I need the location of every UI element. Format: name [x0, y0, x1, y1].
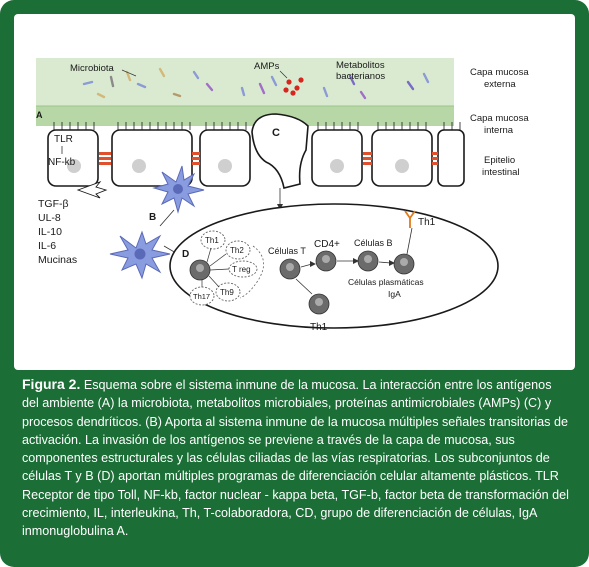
marker-c: C — [272, 127, 280, 139]
label-tgfb: TGF-β — [38, 198, 69, 210]
cell-nuclei — [67, 159, 409, 173]
label-bacterianos: bacterianos — [336, 71, 385, 82]
antibody-icon — [404, 210, 416, 228]
dendritic-cell-upper — [152, 165, 205, 214]
label-th1-bottom: Th1 — [310, 322, 328, 333]
caption-label: Figura 2. — [22, 376, 81, 392]
label-capa-externa-2: externa — [484, 79, 516, 90]
microvilli — [53, 122, 461, 130]
label-celulas-b: Células B — [354, 238, 393, 248]
tight-junctions — [99, 152, 438, 165]
label-celulas-t: Células T — [268, 246, 306, 256]
microbiota-bacteria — [82, 67, 430, 100]
label-ul8: UL-8 — [38, 212, 61, 224]
label-treg: T reg — [232, 265, 251, 274]
marker-b: B — [149, 212, 156, 223]
label-cd4: CD4+ — [314, 239, 340, 250]
label-th2: Th2 — [230, 246, 244, 255]
label-epitelio-2: intestinal — [482, 167, 520, 178]
epithelial-cells — [47, 129, 465, 187]
label-th9: Th9 — [220, 288, 234, 297]
label-epitelio-1: Epitelio — [484, 155, 515, 166]
marker-d: D — [182, 249, 189, 260]
label-capa-interna-2: interna — [484, 125, 514, 136]
label-amps: AMPs — [254, 61, 280, 72]
figure-caption: Figura 2. Esquema sobre el sistema inmun… — [22, 375, 570, 541]
label-capa-externa-1: Capa mucosa — [470, 67, 529, 78]
label-celulas-plasmaticas: Células plasmáticas — [348, 277, 424, 287]
differentiation-arrows — [201, 247, 230, 288]
label-microbiota: Microbiota — [70, 63, 115, 74]
mucosal-immune-diagram: Microbiota AMPs Metabolitos bacterianos … — [36, 58, 529, 333]
th-subsets — [189, 230, 258, 306]
outer-mucus-layer — [36, 58, 454, 106]
label-il6: IL-6 — [38, 240, 56, 252]
label-nfkb: NF-kb — [48, 157, 76, 168]
lineage-arrows — [295, 227, 413, 295]
label-metabolitos: Metabolitos — [336, 60, 385, 71]
label-il10: IL-10 — [38, 226, 62, 238]
marker-a: A — [36, 110, 43, 120]
label-th17: Th17 — [193, 292, 210, 301]
goblet-cell-c — [251, 113, 309, 189]
secretion-arrow-icon — [76, 181, 108, 199]
dendritic-cell-lower — [109, 230, 171, 280]
caption-text: Esquema sobre el sistema inmune de la mu… — [22, 378, 569, 539]
label-th1: Th1 — [205, 236, 219, 245]
figure-illustration: Microbiota AMPs Metabolitos bacterianos … — [14, 14, 575, 370]
label-mucinas: Mucinas — [38, 254, 77, 266]
label-capa-interna-1: Capa mucosa — [470, 113, 529, 124]
label-tlr: TLR — [54, 134, 73, 145]
label-th1-top: Th1 — [418, 217, 436, 228]
amps-dots — [283, 77, 304, 96]
inner-mucus-layer — [36, 106, 454, 126]
label-iga: IgA — [388, 289, 401, 299]
